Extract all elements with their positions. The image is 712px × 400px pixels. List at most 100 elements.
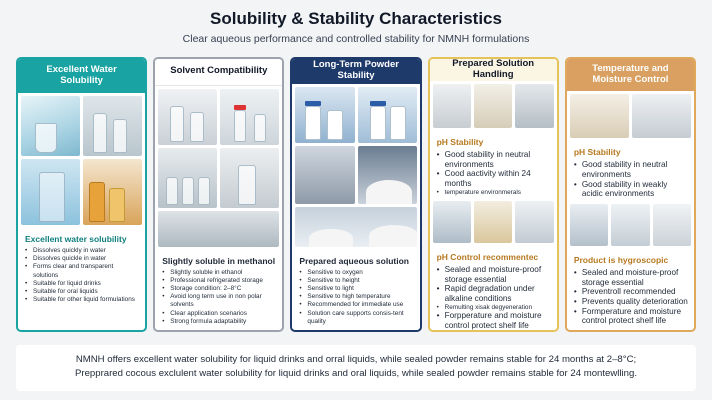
card-powder-stability: Long-Term Powder Stability Prepared <box>290 57 422 332</box>
list-item: Cood aactivity within 24 months <box>437 169 551 188</box>
photo-sealed-containers <box>432 201 471 244</box>
card-content: Excellent water solubility Dissolves qui… <box>18 228 145 330</box>
photo-solution-vials <box>474 201 513 244</box>
section-title: pH Control recommentec <box>436 252 539 263</box>
list-item: Avoid long term use in non polar solvent… <box>162 293 276 309</box>
photo-pouring-water <box>21 96 81 156</box>
list-item: Forpperature and moisture control protec… <box>437 311 551 330</box>
photo-grid-top <box>566 91 695 142</box>
photo-water-bottle <box>21 159 81 225</box>
photo-grid <box>18 93 146 228</box>
photo-lab-glassware <box>158 210 280 247</box>
section-title: Slightly soluble in methanol <box>162 255 276 266</box>
list-item: Good stability in neutral environments <box>437 150 551 169</box>
list-item: Sealed and moisture-proof storage essent… <box>437 265 551 284</box>
summary-line-2: Prepprared cocous exclulent water solubi… <box>74 367 638 379</box>
list-item: Dissolves quickle in water <box>25 255 139 263</box>
card-content: Slightly soluble in methanol Slightly so… <box>155 250 282 330</box>
feature-list: Sealed and moisture-proof storage essent… <box>574 268 688 326</box>
card-title: Solvent Compatibility <box>155 59 283 86</box>
photo-grid-bottom <box>566 200 695 249</box>
card-solvent-compatibility: Solvent Compatibility Slightly solu <box>153 57 285 332</box>
list-item: Good stability in neutral environments <box>574 160 688 179</box>
list-item: Formperature and moisture control protec… <box>574 307 688 326</box>
photo-lab-beakers <box>432 83 471 128</box>
card-content-2: Product is hygroscopic Sealed and moistu… <box>567 249 694 330</box>
photo-fridge <box>515 83 554 128</box>
list-item: Remulting xisak degyeneration <box>437 304 551 312</box>
photo-grid <box>155 85 283 250</box>
section-title: pH Stability <box>573 147 621 158</box>
list-item: Sensitive to high temperature <box>299 293 413 301</box>
list-item: temperature environmerals <box>437 189 551 197</box>
list-item: Suitable for liquid drinks <box>25 280 139 288</box>
photo-liquid-drinks <box>83 159 143 225</box>
card-water-solubility: Excellent Water Solubility Excellent wat… <box>16 57 148 332</box>
photo-powder-heaps <box>295 206 417 247</box>
list-item: Preventroll recommended <box>574 287 688 297</box>
photo-beakers <box>631 94 692 139</box>
list-item: Sensitive to height <box>299 277 413 285</box>
card-title: Long-Term Powder Stability <box>292 59 420 84</box>
page-subtitle: Clear aqueous performance and controlled… <box>182 33 530 45</box>
feature-list: Slightly soluble in ethanol Professional… <box>162 269 276 327</box>
photo-grid <box>292 83 420 250</box>
photo-glass-bottles <box>515 201 554 244</box>
photo-bottles <box>652 203 692 246</box>
list-item: Sealed and moisture-proof storage essent… <box>574 268 688 287</box>
list-item: Good stability in weakly acidic environm… <box>574 180 688 199</box>
list-item: Suitable for oral liquids <box>25 288 139 296</box>
feature-list: Good stability in neutral environments C… <box>437 150 551 196</box>
section-title: Product is hygroscopic <box>573 254 669 265</box>
section-title: Prepared aqueous solution <box>299 255 409 266</box>
photo-containers <box>611 203 650 246</box>
list-item: Prevents quality deterioration <box>574 297 688 307</box>
list-item: Rapid degradation under alkaline conditi… <box>437 284 551 303</box>
card-solution-handling: Prepared Solution Handling pH Stability … <box>427 57 559 332</box>
card-title: Temperature and Moisture Control <box>566 59 695 92</box>
photo-storage-facility <box>295 145 355 204</box>
list-item: Professional refrigerated storage <box>162 277 276 285</box>
card-content: pH Stability Good stability in neutral e… <box>430 131 557 198</box>
list-item: Strong formula adaptability <box>162 318 276 326</box>
card-content-2: pH Control recommentec Sealed and moistu… <box>430 246 557 330</box>
list-item: Dissolves quickly in water <box>25 247 139 255</box>
feature-list: Sealed and moisture-proof storage essent… <box>437 265 551 330</box>
photo-powder-pile <box>357 145 417 204</box>
list-item: Solution care supports consis-tent quali… <box>299 310 413 326</box>
photo-glass-bottles <box>83 96 143 156</box>
summary-line-1: NMNH offers excellent water solubility f… <box>75 354 637 365</box>
card-temperature-moisture: Temperature and Moisture Control pH Stab… <box>564 57 697 332</box>
photo-solvent-bottle <box>220 147 280 208</box>
list-item: Storage condition: 2–8°C <box>162 285 276 293</box>
list-item: Clear application scenarios <box>162 310 276 318</box>
section-title: Excellent water solubility <box>25 234 127 244</box>
feature-list: Sensitive to oxygen Sensitive to height … <box>299 269 413 326</box>
feature-cards: Excellent Water Solubility Excellent wat… <box>16 57 697 332</box>
photo-hand-sample <box>474 83 513 128</box>
photo-grid-bottom <box>429 198 557 247</box>
section-title: pH Stability <box>436 136 484 147</box>
photo-reagent-bottles <box>158 88 218 145</box>
list-item: Recommended for immediate use <box>299 301 413 309</box>
photo-grid-top <box>429 80 557 131</box>
list-item: Sensitive to oxygen <box>299 269 413 277</box>
summary-box: NMNH offers excellent water solubility f… <box>16 345 696 391</box>
feature-list: Dissolves quickly in water Dissolves qui… <box>25 247 139 305</box>
card-content: pH Stability Good stability in neutral e… <box>567 141 694 201</box>
feature-list: Good stability in neutral environments G… <box>574 160 688 199</box>
photo-lab-bench <box>569 94 629 139</box>
list-item: Forms clear and transparent solutions <box>25 263 139 279</box>
photo-sealed-jars <box>569 203 609 246</box>
list-item: Sensitive to light <box>299 285 413 293</box>
page-title: Solubility & Stability Characteristics <box>210 9 502 28</box>
photo-white-bottles <box>357 86 417 143</box>
card-title: Excellent Water Solubility <box>18 59 146 93</box>
photo-sealed-bottles <box>295 86 355 143</box>
card-title: Prepared Solution Handling <box>429 59 557 81</box>
photo-vials <box>220 88 280 145</box>
photo-refrigerated-storage <box>158 147 218 208</box>
card-content: Prepared aqueous solution Sensitive to o… <box>292 250 419 330</box>
list-item: Slightly soluble in ethanol <box>162 269 276 277</box>
list-item: Suitable for other liquid formulations <box>25 296 139 304</box>
